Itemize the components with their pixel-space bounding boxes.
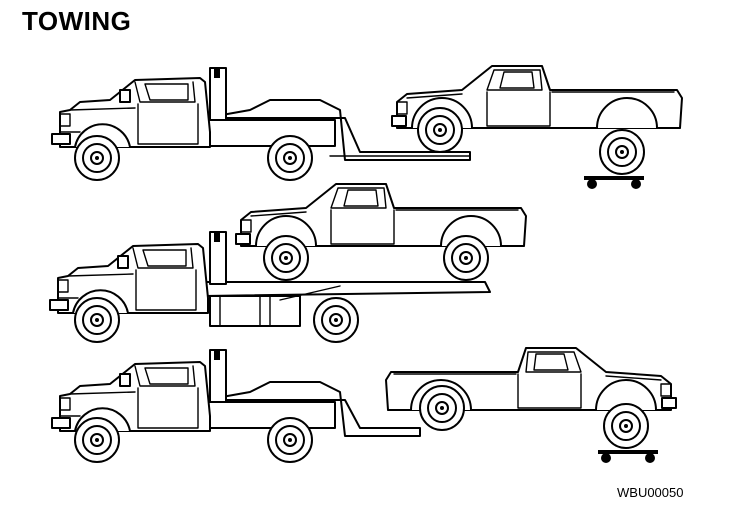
page-title: TOWING — [22, 6, 132, 36]
scene-wheel-lift-rear-dolly — [51, 65, 683, 189]
tow-truck-2 — [49, 243, 209, 314]
figure-code: WBU00050 — [617, 485, 684, 500]
scene-wheel-lift-front-dolly — [51, 347, 677, 463]
tow-dolly-1 — [584, 176, 644, 189]
tow-truck-1 — [51, 77, 211, 148]
tow-truck-3 — [51, 361, 211, 432]
tow-dolly-3 — [598, 450, 658, 463]
scene-flatbed — [49, 183, 527, 343]
flatbed-deck — [204, 281, 491, 297]
